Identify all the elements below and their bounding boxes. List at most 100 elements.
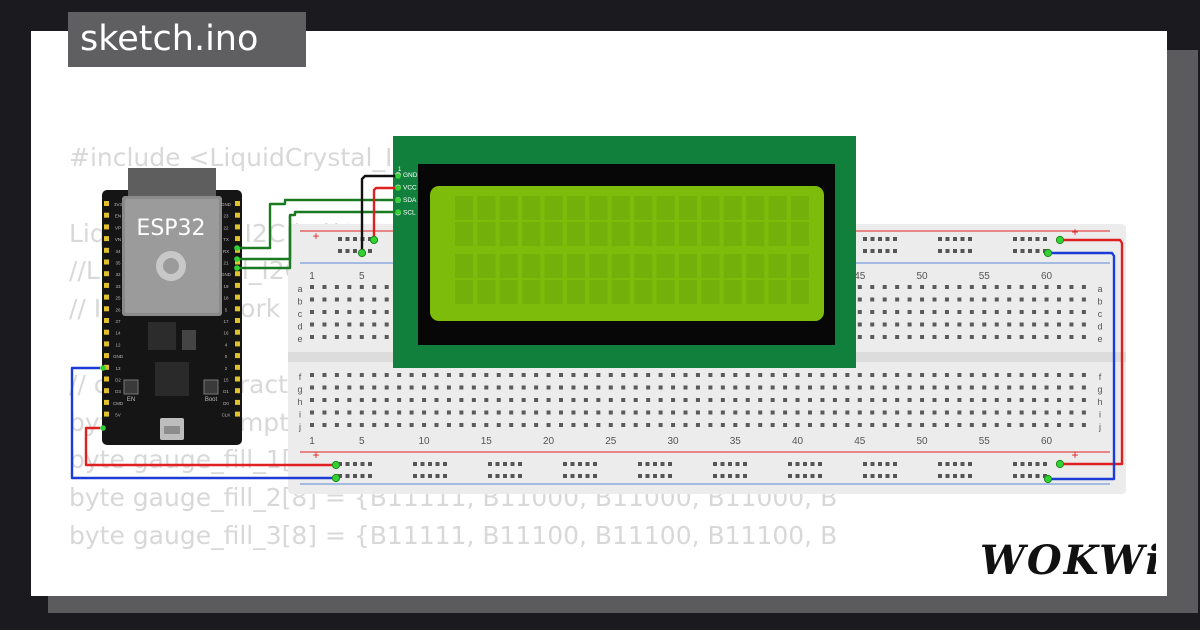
- lcd-char-cell: [746, 254, 765, 278]
- rail-hole: [1020, 474, 1025, 478]
- esp32-pin: [235, 364, 240, 370]
- rail-hole: [953, 462, 957, 466]
- lcd-char-cell: [499, 280, 518, 304]
- terminal-hole: [471, 385, 476, 390]
- terminal-hole: [832, 373, 837, 377]
- terminal-hole: [969, 297, 974, 302]
- terminal-hole: [994, 297, 999, 302]
- esp32-pin-label: 12: [115, 342, 121, 347]
- esp32-pin: [104, 271, 109, 277]
- terminal-hole: [1069, 297, 1074, 302]
- terminal-hole: [907, 410, 912, 415]
- terminal-hole: [720, 423, 725, 427]
- terminal-hole: [1069, 285, 1074, 289]
- rail-hole: [728, 474, 732, 478]
- rail-hole: [795, 474, 800, 478]
- terminal-hole: [596, 410, 601, 415]
- boot-button: [203, 379, 219, 395]
- rail-hole: [578, 474, 582, 478]
- terminal-hole: [969, 410, 974, 415]
- rail-hole: [893, 237, 897, 241]
- rail-hole: [503, 462, 507, 466]
- column-number: 55: [979, 436, 991, 447]
- terminal-hole: [359, 423, 364, 427]
- terminal-hole: [1081, 423, 1086, 427]
- terminal-hole: [982, 310, 987, 314]
- terminal-hole: [434, 398, 439, 402]
- rail-hole: [420, 474, 425, 478]
- terminal-hole: [571, 410, 576, 415]
- terminal-hole: [559, 423, 563, 427]
- terminal-hole: [857, 310, 862, 314]
- terminal-hole: [720, 398, 725, 402]
- row-letter: d: [297, 322, 302, 332]
- terminal-hole: [422, 373, 427, 377]
- terminal-hole: [1081, 297, 1086, 302]
- rail-hole: [353, 249, 357, 253]
- rail-hole: [728, 462, 732, 466]
- rail-hole: [788, 474, 792, 478]
- terminal-hole: [870, 373, 875, 377]
- terminal-hole: [870, 335, 875, 339]
- column-number: 60: [1041, 436, 1053, 447]
- sketch-filename-tab[interactable]: sketch.ino: [68, 12, 306, 67]
- terminal-hole: [932, 423, 937, 427]
- esp32-pin: [104, 318, 109, 323]
- terminal-hole: [957, 310, 962, 314]
- terminal-hole: [1057, 310, 1061, 314]
- terminal-hole: [957, 322, 962, 327]
- terminal-hole: [808, 385, 812, 390]
- terminal-hole: [783, 373, 788, 377]
- terminal-hole: [683, 423, 688, 427]
- terminal-hole: [521, 410, 526, 415]
- terminal-hole: [932, 322, 937, 327]
- terminal-hole: [957, 398, 962, 402]
- wire-5v-esp: [84, 426, 336, 467]
- rail-hole: [810, 462, 815, 466]
- terminal-hole: [658, 385, 663, 390]
- terminal-hole: [1081, 310, 1086, 314]
- rail-hole: [368, 237, 372, 241]
- esp32-pin-label: 13: [115, 366, 121, 371]
- row-letter: i: [1099, 410, 1101, 420]
- esp32-pin: [104, 364, 109, 370]
- terminal-hole: [982, 297, 987, 302]
- rail-hole: [893, 462, 897, 466]
- rail-hole: [788, 462, 792, 466]
- rail-hole: [578, 462, 582, 466]
- rail-hole: [645, 474, 650, 478]
- terminal-hole: [434, 410, 439, 415]
- terminal-hole: [1019, 423, 1024, 427]
- rail-hole: [510, 474, 515, 478]
- rail-hole: [1028, 462, 1032, 466]
- terminal-hole: [608, 373, 613, 377]
- terminal-hole: [372, 310, 377, 314]
- rail-hole: [735, 462, 740, 466]
- pin-endpoint-dot: [395, 197, 401, 203]
- terminal-hole: [1019, 335, 1024, 339]
- terminal-hole: [982, 285, 987, 289]
- terminal-hole: [857, 322, 862, 327]
- lcd-char-cell: [723, 196, 742, 220]
- esp32-pin-label: 32: [115, 272, 121, 277]
- column-number: 55: [979, 271, 991, 282]
- terminal-hole: [621, 423, 626, 427]
- terminal-hole: [484, 373, 489, 377]
- terminal-hole: [521, 373, 526, 377]
- terminal-hole: [633, 398, 638, 402]
- terminal-hole: [882, 373, 887, 377]
- terminal-hole: [1032, 423, 1037, 427]
- terminal-hole: [372, 385, 377, 390]
- esp32-pin: [235, 376, 240, 382]
- lcd-char-cell: [679, 196, 697, 220]
- row-letter: a: [297, 284, 302, 294]
- terminal-hole: [534, 423, 539, 427]
- terminal-hole: [1019, 398, 1024, 402]
- terminal-hole: [932, 285, 937, 289]
- lcd-char-cell: [656, 254, 675, 278]
- lcd-char-cell: [567, 280, 585, 304]
- lcd-char-cell: [589, 196, 608, 220]
- terminal-hole: [957, 373, 962, 377]
- lcd-char-cell: [656, 196, 675, 220]
- terminal-hole: [895, 297, 900, 302]
